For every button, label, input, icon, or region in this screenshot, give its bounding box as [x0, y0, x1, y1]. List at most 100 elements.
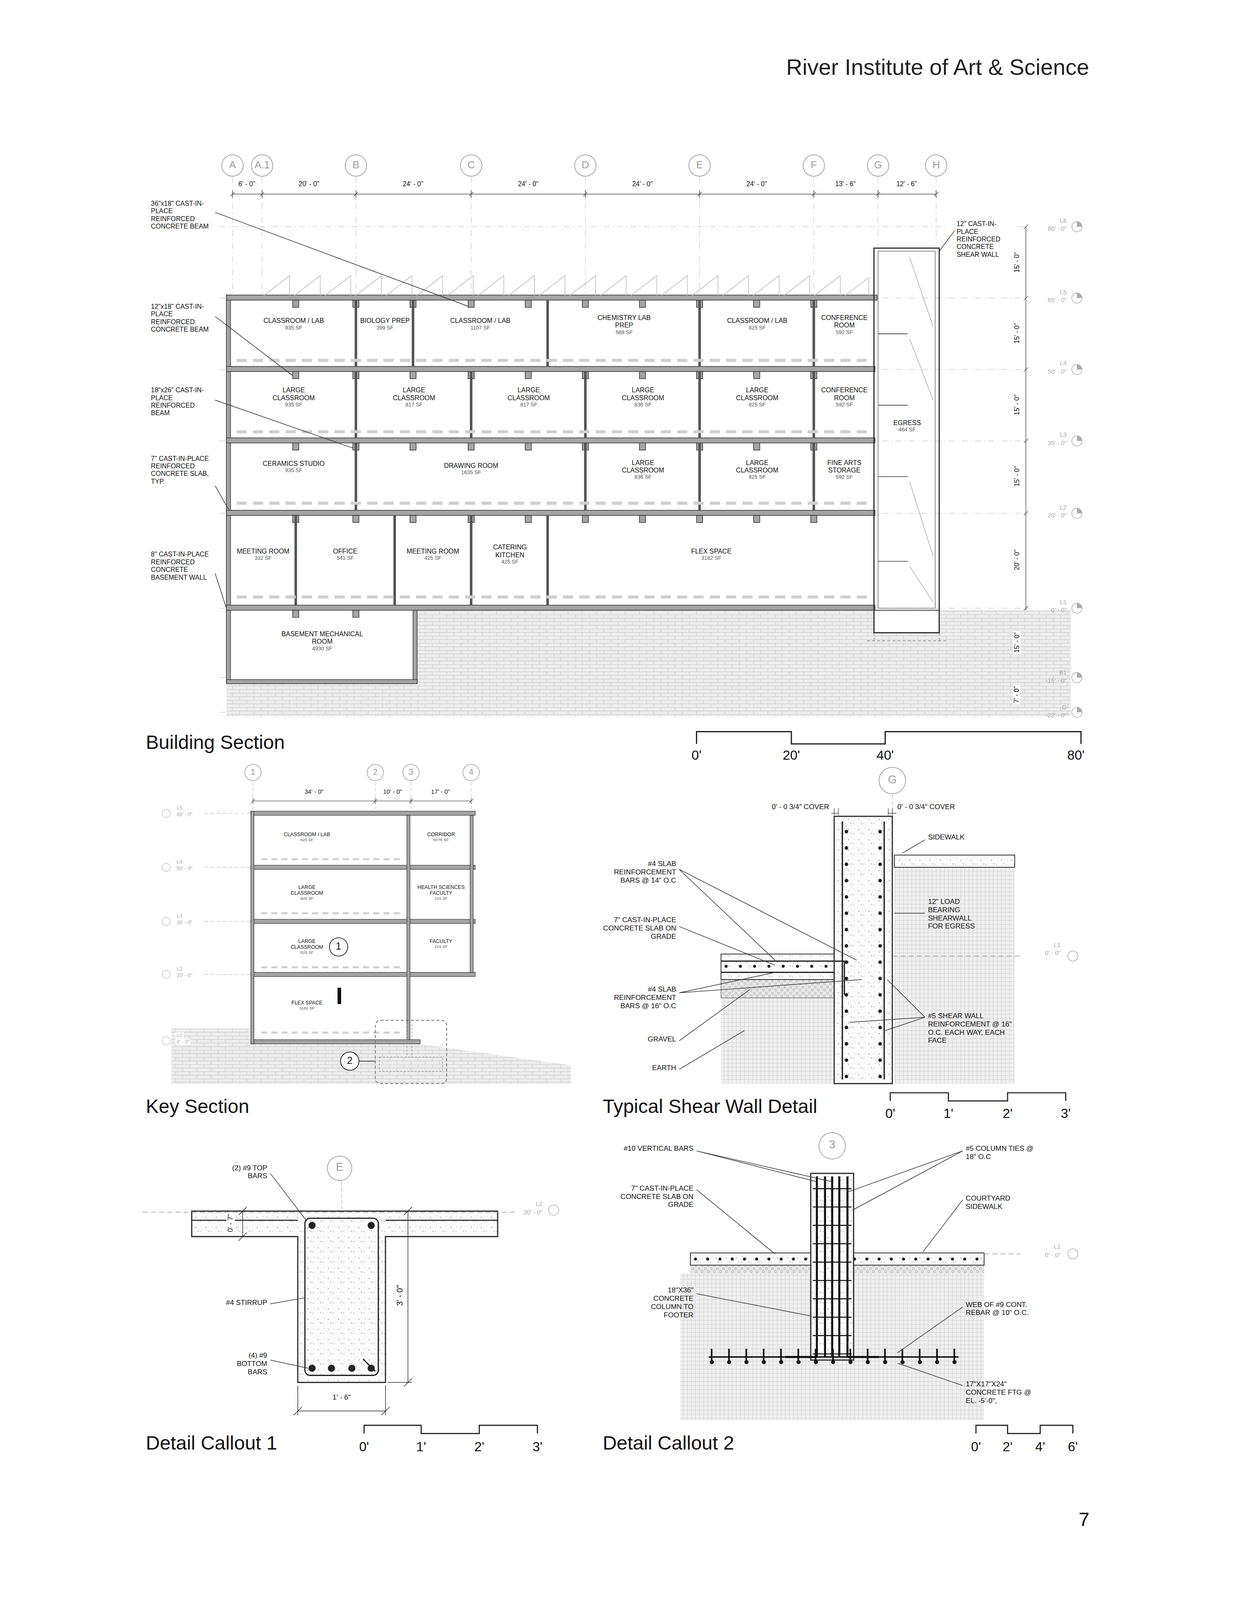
- room: EGRESS464 SF: [879, 417, 936, 442]
- grid-bubble-label: F: [810, 159, 817, 171]
- room: LARGE CLASSROOM836 SF: [587, 373, 699, 437]
- room-area: 399 SF: [376, 324, 394, 332]
- note: #4 STIRRUP: [226, 1298, 268, 1307]
- note: #5 SHEAR WALL REINFORCEMENT @ 16" O.C. E…: [928, 1011, 1015, 1045]
- page-header: River Institute of Art & Science: [786, 54, 1089, 80]
- note: #10 VERTICAL BARS: [621, 1144, 694, 1153]
- note: 7" CAST-IN-PLACE CONCRETE SLAB ON GRADE: [606, 1184, 694, 1209]
- dimension: 7' - 0": [1012, 684, 1021, 704]
- note: 12" CAST-IN-PLACE REINFORCED CONCRETE SH…: [956, 220, 1013, 259]
- level-label: L4: [175, 858, 184, 865]
- scale-label: 80': [1067, 747, 1085, 763]
- level-label: L3: [175, 912, 184, 919]
- room-name: LARGE CLASSROOM: [616, 459, 670, 475]
- room: LARGE CLASSROOM935 SF: [231, 373, 356, 437]
- room-area: 836 SF: [634, 474, 652, 481]
- room: CHEMISTRY LAB PREP569 SF: [549, 302, 699, 367]
- level-label: B1: [1059, 668, 1067, 676]
- dimension: 0' - 0 3/4" COVER: [771, 802, 829, 811]
- level-label: 50' - 0": [175, 865, 194, 872]
- room-name: FLEX SPACE: [291, 999, 323, 1006]
- grid-bubble-label: B: [352, 159, 359, 171]
- room-area: 817 SF: [520, 401, 538, 408]
- level-label: 80' - 0": [1047, 225, 1067, 233]
- level-label: 0' - 0": [175, 1038, 191, 1045]
- level-label: L1: [1059, 598, 1067, 606]
- level-label: L3: [1059, 431, 1067, 439]
- level-label: 0' - 0": [1044, 1251, 1061, 1259]
- scale-label: 4': [1035, 1438, 1046, 1455]
- room-name: LARGE CLASSROOM: [730, 459, 784, 475]
- note: #4 SLAB REINFORCEMENT BARS @ 16" O.C: [594, 985, 676, 1010]
- callout-number: 2: [346, 1054, 353, 1067]
- room: LARGE CLASSROOM817 SF: [358, 373, 471, 437]
- dimension: 0' - 0 3/4" COVER: [897, 802, 955, 811]
- section-heading: Detail Callout 2: [602, 1431, 735, 1455]
- room-area: 825 SF: [748, 474, 766, 481]
- level-label: 50' - 0": [1047, 368, 1067, 376]
- dimension: 13' - 6": [835, 180, 856, 188]
- room-name: HEALTH SCIENCES FACULTY: [416, 884, 466, 896]
- room: LARGE CLASSROOM817 SF: [473, 373, 585, 437]
- room-name: CLASSROOM / LAB: [449, 316, 511, 325]
- note: 18"X36" CONCRETE COLUMN TO FOOTER: [632, 1285, 694, 1319]
- room-name: MEETING ROOM: [406, 547, 460, 556]
- level-label: L2: [175, 965, 184, 972]
- room-area: 935 SF: [285, 324, 303, 332]
- dimension: 15' - 0": [1012, 464, 1021, 488]
- dimension: 15' - 0": [1012, 393, 1021, 417]
- room-name: CLASSROOM / LAB: [263, 316, 324, 325]
- scale-label: 3': [532, 1438, 543, 1455]
- grid-bubble-label: D: [581, 159, 590, 171]
- note: 12" LOAD BEARING SHEARWALL FOR EGRESS: [928, 897, 982, 931]
- grid-bubble-label: E: [335, 1160, 344, 1174]
- section-heading: Building Section: [145, 731, 285, 754]
- dimension: 10' - 0": [383, 788, 403, 796]
- note: 8" CAST-IN-PLACE REINFORCED CONCRETE BAS…: [150, 550, 212, 581]
- room-name: BIOLOGY PREP: [360, 316, 410, 325]
- room-area: 592 SF: [835, 329, 853, 336]
- dimension: 15' - 0": [1012, 321, 1021, 345]
- room-name: LARGE CLASSROOM: [616, 386, 670, 402]
- scale-label: 40': [876, 747, 895, 763]
- dimension: 6' - 0": [238, 180, 256, 188]
- dimension: 1' - 6": [332, 1393, 351, 1402]
- room-area: 569 SF: [615, 329, 633, 336]
- grid-bubble-label: 1: [250, 766, 256, 777]
- room-area: 825 SF: [748, 324, 766, 332]
- grid-bubble-label: 4: [469, 766, 474, 777]
- room-area: 332 SF: [254, 555, 272, 562]
- room-name: CERAMICS STUDIO: [262, 459, 325, 468]
- room: BASEMENT MECHANICAL ROOM4930 SF: [231, 614, 413, 679]
- room-name: FLEX SPACE: [691, 547, 732, 556]
- room-name: CONFERENCE ROOM: [820, 386, 870, 402]
- grid-bubble-label: E: [696, 159, 703, 171]
- room-name: MEETING ROOM: [236, 547, 290, 556]
- room: MEETING ROOM332 SF: [231, 516, 295, 604]
- room-area: 3182 SF: [701, 555, 722, 562]
- level-label: 35' - 0": [175, 919, 194, 926]
- dimension: 3' - 0": [395, 1283, 405, 1307]
- building-section: [215, 154, 1082, 744]
- room-name: FINE ARTS STORAGE: [820, 459, 870, 475]
- page-number: 7: [1078, 1508, 1090, 1531]
- note: (2) #9 TOP BARS: [216, 1163, 268, 1181]
- level-label: L1: [1053, 941, 1061, 949]
- room-name: DRAWING ROOM: [444, 461, 499, 470]
- room-area: 4930 SF: [312, 645, 333, 652]
- room-area: 817 SF: [405, 401, 423, 408]
- scale-label: 1': [416, 1438, 427, 1455]
- grid-bubble-label: H: [932, 159, 940, 171]
- note: WEB OF #9 CONT. REBAR @ 10" O.C.: [965, 1300, 1038, 1318]
- level-label: 0' - 0": [1044, 949, 1061, 957]
- scale-label: 0': [885, 1105, 896, 1121]
- room: BIOLOGY PREP399 SF: [358, 302, 413, 367]
- grid-bubble-label: A: [228, 159, 236, 171]
- room-name: LARGE CLASSROOM: [387, 386, 441, 402]
- level-label: -22' - 0": [1045, 711, 1067, 719]
- room-area: 215 SF: [434, 895, 448, 901]
- note: EARTH: [652, 1063, 677, 1072]
- room: CATERING KITCHEN425 SF: [473, 516, 547, 604]
